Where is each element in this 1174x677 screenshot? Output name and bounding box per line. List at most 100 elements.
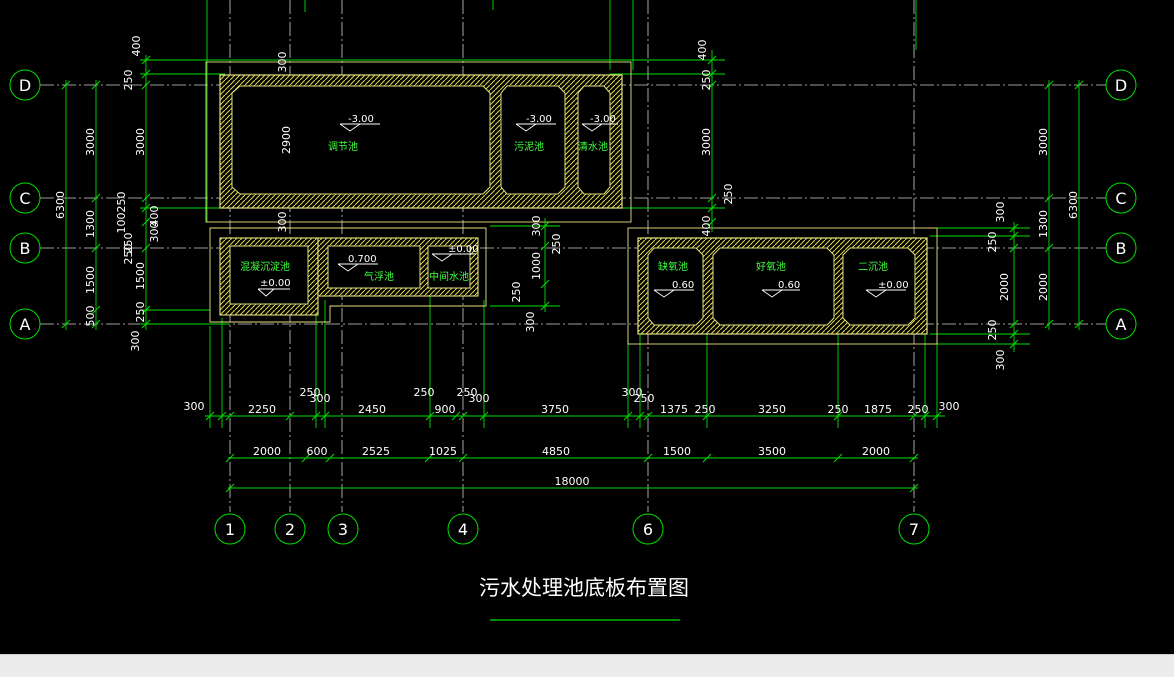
level-aerobic: 0.60 bbox=[778, 280, 800, 291]
dim-text: 3000 bbox=[84, 128, 97, 156]
dim-text: 2525 bbox=[362, 445, 390, 458]
axis-label-4: 4 bbox=[458, 520, 468, 539]
level-coag: ±0.00 bbox=[260, 278, 291, 289]
room-label-clean: 清水池 bbox=[578, 140, 608, 153]
mid-dimension-ticks bbox=[540, 55, 717, 311]
level-middle: ±0.00 bbox=[448, 244, 479, 255]
level-clean: -3.00 bbox=[590, 114, 616, 125]
dim-text: 250 bbox=[134, 302, 147, 323]
dim-text: 300 bbox=[939, 400, 960, 413]
dim-text: 500 bbox=[84, 306, 97, 327]
dim-text: 250 bbox=[414, 386, 435, 399]
left-dimension-lines bbox=[65, 55, 147, 330]
bottom-dimension-lines bbox=[205, 415, 945, 489]
drawing-title: 污水处理池底板布置图 bbox=[479, 576, 689, 600]
dim-text: 2450 bbox=[358, 403, 386, 416]
axis-label-3: 3 bbox=[338, 520, 348, 539]
dim-text: 300 bbox=[469, 392, 490, 405]
room-label-sludge: 污泥池 bbox=[514, 140, 544, 153]
left-dimension-texts: 6300 3000 1300 1500 500 400 250 3000 250… bbox=[54, 36, 293, 352]
extension-lines bbox=[140, 0, 1030, 428]
dim-text: 300 bbox=[276, 212, 289, 233]
level-flotation: 0.700 bbox=[348, 254, 377, 265]
dim-text: 400 bbox=[148, 206, 161, 227]
level-sludge: -3.00 bbox=[526, 114, 552, 125]
dim-text: 250 bbox=[986, 320, 999, 341]
axis-label-d-right: D bbox=[1115, 76, 1127, 95]
level-marker-symbols bbox=[257, 123, 906, 298]
dim-text: 2000 bbox=[998, 273, 1011, 301]
dim-text: 300 bbox=[622, 386, 643, 399]
dim-text: 300 bbox=[994, 350, 1007, 371]
dim-text: 1375 bbox=[660, 403, 688, 416]
dim-text: 250 bbox=[457, 386, 478, 399]
room-label-aerobic: 好氧池 bbox=[756, 260, 786, 273]
dim-text: 3000 bbox=[700, 128, 713, 156]
dim-text: 250 bbox=[122, 233, 135, 254]
floor-plan-drawing: 调节池 污泥池 清水池 混凝沉淀池 气浮池 中间水池 缺氧池 好氧池 二沉池 -… bbox=[9, 0, 1137, 621]
axis-label-a-right: A bbox=[1116, 315, 1127, 334]
axis-label-c-right: C bbox=[1115, 189, 1126, 208]
axis-label-7: 7 bbox=[909, 520, 919, 539]
dim-text: 250 bbox=[122, 244, 135, 265]
dim-text: 2000 bbox=[862, 445, 890, 458]
dim-text: 300 bbox=[129, 331, 142, 352]
dim-text: 1875 bbox=[864, 403, 892, 416]
dim-text: 250 bbox=[908, 403, 929, 416]
row-axis-bubbles bbox=[9, 69, 1137, 340]
axis-label-d-left: D bbox=[19, 76, 31, 95]
dim-text: 1025 bbox=[429, 445, 457, 458]
dim-text: 2250 bbox=[248, 403, 276, 416]
dim-text: 250 bbox=[695, 403, 716, 416]
dim-text: 250 bbox=[634, 392, 655, 405]
dim-text: 1300 bbox=[84, 210, 97, 238]
axis-label-6: 6 bbox=[643, 520, 653, 539]
dim-text: 400 bbox=[700, 216, 713, 237]
dim-text: 6300 bbox=[54, 191, 67, 219]
mid-dimension-lines bbox=[544, 50, 713, 312]
dim-text: 100 bbox=[115, 213, 128, 234]
dim-text: 400 bbox=[696, 40, 709, 61]
dim-text: 1500 bbox=[663, 445, 691, 458]
dim-text: 3750 bbox=[541, 403, 569, 416]
level-secondary: ±0.00 bbox=[878, 280, 909, 291]
axis-label-a-left: A bbox=[20, 315, 31, 334]
dim-text: 2900 bbox=[280, 126, 293, 154]
dim-text: 300 bbox=[276, 52, 289, 73]
dim-text: 250 bbox=[510, 282, 523, 303]
dim-text: 1300 bbox=[1037, 210, 1050, 238]
dim-text: 1000 bbox=[530, 252, 543, 280]
dim-text: 3000 bbox=[134, 128, 147, 156]
room-label-middle: 中间水池 bbox=[429, 270, 469, 283]
top-pool-block bbox=[205, 61, 632, 223]
dim-text: 900 bbox=[435, 403, 456, 416]
dim-text: 4850 bbox=[542, 445, 570, 458]
dim-text: 300 bbox=[148, 222, 161, 243]
axis-label-c-left: C bbox=[19, 189, 30, 208]
dim-text: 400 bbox=[130, 36, 143, 57]
dim-text: 300 bbox=[184, 400, 205, 413]
room-label-regulating: 调节池 bbox=[328, 140, 358, 153]
dim-text: 250 bbox=[115, 192, 128, 213]
dim-text: 1500 bbox=[84, 266, 97, 294]
column-axis-bubbles bbox=[214, 513, 930, 545]
axis-label-1: 1 bbox=[225, 520, 235, 539]
room-label-coag: 混凝沉淀池 bbox=[240, 260, 290, 273]
left-pool-block bbox=[209, 227, 487, 323]
dim-text: 6300 bbox=[1067, 191, 1080, 219]
dim-text: 250 bbox=[986, 232, 999, 253]
room-label-anoxic: 缺氧池 bbox=[658, 260, 688, 273]
dim-text: 3000 bbox=[1037, 128, 1050, 156]
status-bar bbox=[0, 654, 1174, 677]
dim-total: 18000 bbox=[555, 475, 590, 488]
dim-text: 250 bbox=[300, 386, 321, 399]
axis-label-b-right: B bbox=[1116, 239, 1127, 258]
right-pool-block bbox=[627, 227, 938, 345]
dim-text: 300 bbox=[994, 202, 1007, 223]
left-dimension-ticks bbox=[61, 55, 151, 329]
level-anoxic: 0.60 bbox=[672, 280, 694, 291]
room-label-flotation: 气浮池 bbox=[364, 270, 394, 283]
dim-text: 3500 bbox=[758, 445, 786, 458]
bottom-dimension-ticks bbox=[205, 411, 942, 493]
